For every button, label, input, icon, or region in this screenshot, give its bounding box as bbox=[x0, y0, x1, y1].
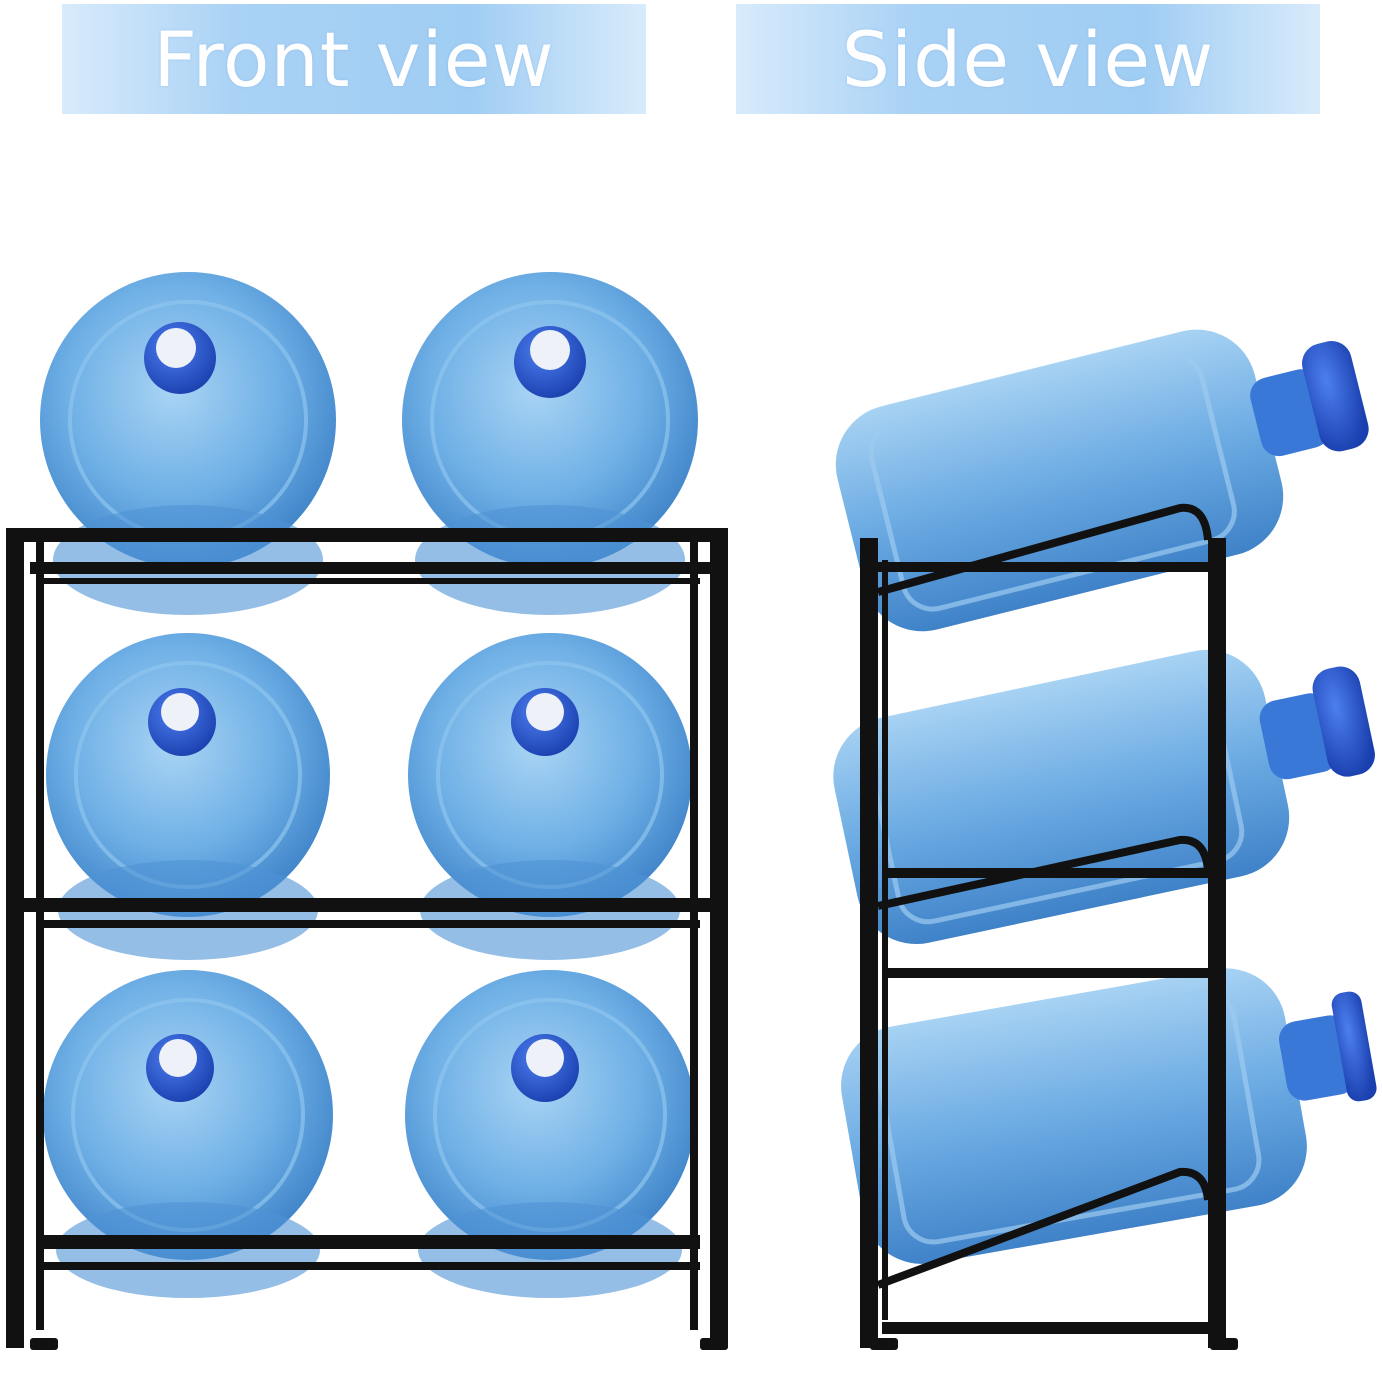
side-view-label: Side view bbox=[841, 14, 1215, 104]
front-bottle bbox=[40, 272, 336, 615]
side-bottle bbox=[833, 649, 1375, 945]
side-view-rack bbox=[833, 329, 1377, 1350]
side-bottle bbox=[835, 329, 1369, 632]
front-bottle bbox=[43, 970, 333, 1298]
front-view-banner: Front view bbox=[62, 4, 646, 114]
front-bottle bbox=[405, 970, 695, 1298]
front-rack-frame bbox=[6, 528, 728, 1350]
side-view-banner: Side view bbox=[736, 4, 1320, 114]
side-rack-cradles bbox=[876, 503, 1212, 1289]
front-view-label: Front view bbox=[153, 14, 555, 104]
side-rack-frame bbox=[860, 538, 1238, 1350]
side-bottle bbox=[841, 968, 1377, 1264]
front-view-rack bbox=[6, 272, 728, 1350]
